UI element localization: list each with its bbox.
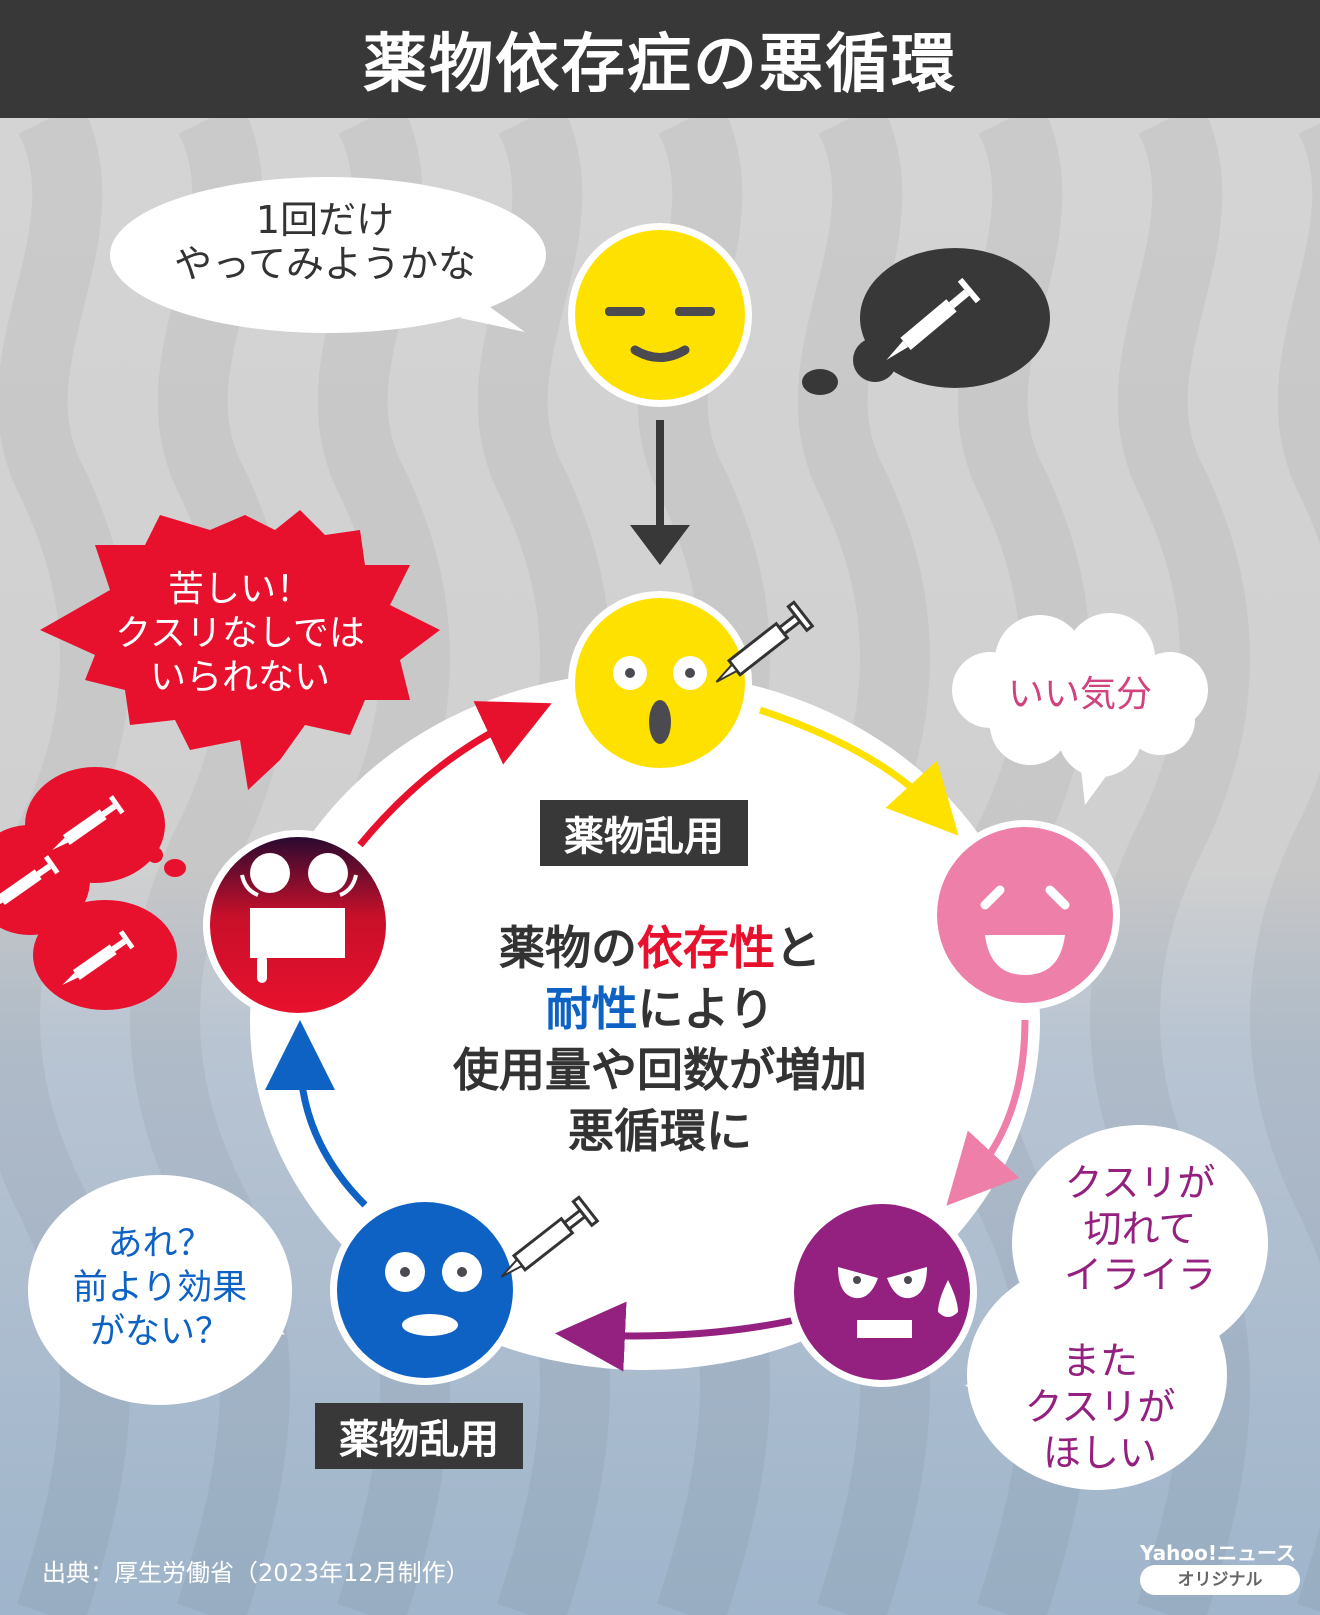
original-badge: オリジナル — [1140, 1565, 1300, 1595]
bubble-start-shape — [110, 177, 546, 333]
label-abuse-top: 薬物乱用 — [540, 800, 748, 866]
bubble-want-again: また クスリが ほしい — [1024, 1339, 1176, 1475]
face-happy — [930, 820, 1120, 1010]
face-surprised — [568, 591, 752, 775]
arrow-purple — [555, 1301, 796, 1372]
brand-logo: Yahoo!ニュース — [1140, 1541, 1296, 1565]
center-message: 薬物の依存性と 耐性により 使用量や回数が増加 悪循環に — [453, 921, 867, 1158]
face-suffering — [203, 830, 393, 1020]
arrow-red — [357, 701, 552, 848]
arrow-down-start — [630, 420, 690, 565]
page-title: 薬物依存症の悪循環 — [363, 28, 957, 102]
bubble-no-effect: あれ？ 前より効果 がない？ — [72, 1224, 248, 1352]
label-abuse-bottom: 薬物乱用 — [315, 1403, 523, 1469]
arrow-blue — [265, 1020, 368, 1208]
header: 薬物依存症の悪循環 — [0, 0, 1320, 118]
source-credit: 出典：厚生労働省（2023年12月制作） — [42, 1559, 470, 1587]
syringe-icon-top — [715, 600, 815, 683]
bubble-irritated: クスリが 切れて イライラ — [1063, 1161, 1216, 1297]
syringe-icon-bottom — [500, 1195, 600, 1278]
face-angry-sweat — [787, 1197, 977, 1387]
bubble-good-mood: いい気分 — [1007, 674, 1152, 715]
bubble-good-mood-shape — [952, 613, 1208, 805]
syringe-icons-red — [0, 795, 135, 985]
face-smirk — [568, 223, 752, 407]
arrow-yellow — [758, 706, 959, 836]
bubble-suffering-shape — [40, 510, 440, 790]
bubble-want-again-shape — [965, 1260, 1227, 1490]
thought-bubble-syringe — [802, 248, 1050, 395]
bubble-suffering: 苦しい！ クスリなしでは いられない — [115, 569, 365, 698]
face-blank — [330, 1195, 520, 1385]
arrow-pink — [946, 1019, 1029, 1206]
bubble-no-effect-shape — [28, 1175, 292, 1405]
bubble-start: 1回だけ やってみようかな — [173, 198, 477, 286]
